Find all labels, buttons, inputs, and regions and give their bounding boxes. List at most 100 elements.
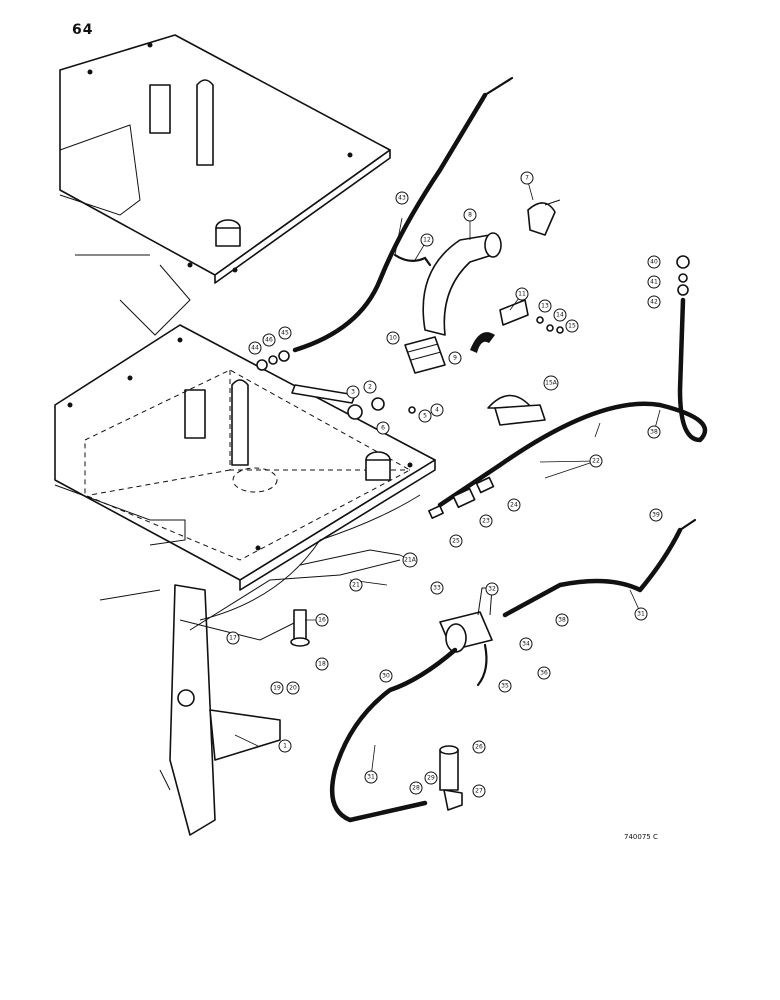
callout-35: 35 [498, 679, 512, 693]
callout-38: 38 [555, 613, 569, 627]
callout-29: 29 [424, 771, 438, 785]
svg-text:21A: 21A [404, 557, 417, 564]
svg-text:46: 46 [265, 337, 273, 344]
callout-16: 16 [315, 613, 329, 627]
svg-text:38: 38 [558, 617, 566, 624]
callout-13: 13 [538, 299, 552, 313]
svg-text:11: 11 [518, 291, 526, 298]
svg-text:20: 20 [289, 685, 297, 692]
svg-text:43: 43 [398, 195, 406, 202]
callout-5: 5 [418, 409, 432, 423]
svg-text:15: 15 [568, 323, 576, 330]
svg-text:44: 44 [251, 345, 259, 352]
hose-38 [437, 297, 708, 508]
hose-43 [292, 92, 488, 353]
svg-text:5: 5 [423, 413, 427, 420]
frame-mount [99, 494, 421, 836]
drain-elbow [439, 745, 463, 811]
fuel-line-21 [189, 559, 401, 631]
callout-28: 28 [409, 781, 423, 795]
callout-20: 20 [286, 681, 300, 695]
svg-text:17: 17 [229, 635, 237, 642]
callout-46: 46 [262, 333, 276, 347]
drain-16 [290, 609, 310, 647]
callout-45: 45 [278, 326, 292, 340]
svg-text:3: 3 [351, 389, 355, 396]
callout-40: 40 [647, 255, 661, 269]
callout-30: 30 [379, 669, 393, 683]
callout-9: 9 [448, 351, 462, 365]
callout-15a: 15A [543, 375, 559, 391]
svg-text:25: 25 [452, 538, 460, 545]
callout-41: 41 [647, 275, 661, 289]
callouts-group: 1 2 3 4 5 6 7 8 9 10 11 12 13 14 15 15A … [226, 171, 663, 798]
svg-text:1: 1 [283, 743, 287, 750]
svg-text:30: 30 [382, 673, 390, 680]
callout-12: 12 [420, 233, 434, 247]
callout-10: 10 [386, 331, 400, 345]
svg-text:31: 31 [637, 611, 645, 618]
callout-31b: 31 [364, 770, 378, 784]
svg-text:18: 18 [318, 661, 326, 668]
callout-1: 1 [278, 739, 292, 753]
svg-text:41: 41 [650, 279, 658, 286]
callout-21a: 21A [402, 552, 418, 568]
svg-text:2: 2 [368, 384, 372, 391]
callout-24: 24 [507, 498, 521, 512]
callout-42: 42 [647, 295, 661, 309]
callout-7: 7 [520, 171, 534, 185]
svg-text:31: 31 [367, 774, 375, 781]
callout-6: 6 [376, 421, 390, 435]
fuel-pump [439, 587, 493, 687]
page-number: 64 [72, 22, 94, 38]
svg-text:39: 39 [652, 512, 660, 519]
callout-26: 26 [472, 740, 486, 754]
callout-14: 14 [553, 308, 567, 322]
callout-22: 22 [589, 454, 603, 468]
callout-44: 44 [248, 341, 262, 355]
svg-text:33: 33 [433, 585, 441, 592]
svg-text:45: 45 [281, 330, 289, 337]
hose-43-tip [483, 76, 514, 97]
svg-text:35: 35 [501, 683, 509, 690]
callout-23: 23 [479, 514, 493, 528]
svg-text:7: 7 [525, 175, 529, 182]
svg-text:34: 34 [522, 641, 530, 648]
callout-15: 15 [565, 319, 579, 333]
svg-text:22: 22 [592, 458, 600, 465]
fittings-23-25 [428, 476, 495, 519]
svg-text:28: 28 [412, 785, 420, 792]
svg-text:36: 36 [540, 670, 548, 677]
callout-43: 43 [395, 191, 409, 205]
svg-text:19: 19 [273, 685, 281, 692]
callout-32: 32 [485, 582, 499, 596]
callout-27: 27 [472, 784, 486, 798]
fuel-line-21a [299, 549, 401, 566]
callout-8: 8 [463, 208, 477, 222]
callout-34: 34 [519, 637, 533, 651]
callout-19: 19 [270, 681, 284, 695]
svg-text:27: 27 [475, 788, 483, 795]
svg-text:42: 42 [650, 299, 658, 306]
svg-text:26: 26 [475, 744, 483, 751]
svg-text:14: 14 [556, 312, 564, 319]
callout-21: 21 [349, 578, 363, 592]
svg-text:21: 21 [352, 582, 360, 589]
svg-text:6: 6 [381, 425, 385, 432]
callout-4: 4 [430, 403, 444, 417]
callout-17: 17 [226, 631, 240, 645]
callout-36: 36 [537, 666, 551, 680]
svg-text:8: 8 [468, 212, 472, 219]
callout-2: 2 [363, 380, 377, 394]
hose-30 [502, 527, 683, 618]
callout-25: 25 [449, 534, 463, 548]
svg-text:15A: 15A [545, 380, 558, 387]
figure-code: 740075 C [624, 833, 658, 841]
filler-neck [393, 199, 564, 426]
svg-text:38: 38 [650, 429, 658, 436]
fittings-40-42 [676, 255, 690, 296]
svg-text:16: 16 [318, 617, 326, 624]
svg-text:40: 40 [650, 259, 658, 266]
svg-text:13: 13 [541, 303, 549, 310]
